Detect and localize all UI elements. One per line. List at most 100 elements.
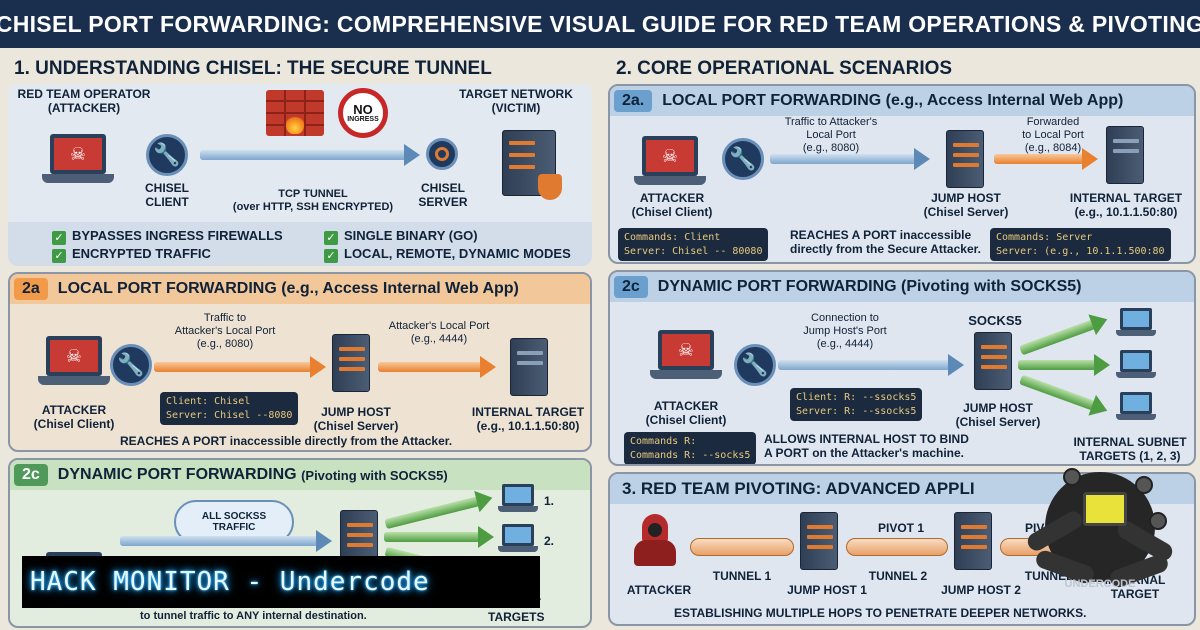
attacker-label: ATTACKER(Chisel Client)	[631, 191, 713, 219]
panel-2a-left-note: REACHES A PORT inaccessible directly fro…	[120, 434, 453, 448]
jump-host-1-label: JUMP HOST 1	[787, 583, 867, 597]
command-box-left: Commands R:Commands R: --socks5	[624, 432, 757, 464]
attacker-laptop-icon: ☠	[650, 330, 722, 384]
jump-host-icon	[974, 332, 1012, 390]
shield-icon	[538, 174, 562, 200]
jump-host-icon	[332, 334, 370, 392]
attacker-label: ATTACKER(Chisel Client)	[33, 403, 115, 431]
internal-target-icon	[510, 338, 548, 396]
target-laptop-icon	[1116, 308, 1156, 338]
target-laptop-icon	[498, 524, 538, 554]
target-laptop-icon	[1116, 350, 1156, 380]
hack-monitor-banner: HACK MONITOR - Undercode	[22, 556, 540, 608]
panel-2a-right-header: 2a.LOCAL PORT FORWARDING (e.g., Access I…	[610, 86, 1194, 116]
feature-bypass: ✓BYPASSES INGRESS FIREWALLS	[52, 228, 283, 245]
chisel-server-icon	[426, 138, 458, 170]
jump-host-label: JUMP HOST(Chisel Server)	[313, 405, 399, 433]
chisel-icon: 🔧	[110, 344, 152, 386]
pivot-1-label: PIVOT 1	[877, 521, 924, 535]
check-icon: ✓	[52, 231, 66, 245]
page-title: CHISEL PORT FORWARDING: COMPREHENSIVE VI…	[0, 0, 1200, 48]
jump-host-label: JUMP HOST(Chisel Server)	[923, 191, 1009, 219]
attacker-laptop-icon: ☠	[42, 134, 114, 188]
tunnel-2	[846, 538, 948, 556]
internal-target-label: INTERNAL TARGET(e.g., 10.1.1.50:80)	[1069, 191, 1183, 219]
target-2-label: 2.	[544, 534, 555, 548]
tunnel-1	[690, 538, 794, 556]
operator-label: RED TEAM OPERATOR(ATTACKER)	[17, 87, 151, 115]
feature-encrypted: ✓ENCRYPTED TRAFFIC	[52, 246, 211, 263]
feature-single-binary: ✓SINGLE BINARY (GO)	[324, 228, 478, 245]
socks-arrow-2	[1018, 354, 1110, 376]
section-2-title: 2. CORE OPERATIONAL SCENARIOS	[616, 58, 953, 79]
chisel-client-icon: 🔧	[146, 134, 188, 176]
attacker-label: ATTACKER(Chisel Client)	[645, 399, 727, 427]
attacker-label: ATTACKER	[626, 583, 692, 597]
laptop-icon	[1083, 492, 1127, 526]
check-icon: ✓	[52, 249, 66, 263]
panel-2c-left-note: to tunnel traffic to ANY internal destin…	[140, 610, 367, 622]
hacker-icon	[632, 514, 678, 570]
tunnel-2-label: TUNNEL 2	[868, 569, 928, 583]
flame-icon	[286, 114, 304, 134]
section-1-title: 1. UNDERSTANDING CHISEL: THE SECURE TUNN…	[14, 58, 492, 79]
feature-modes: ✓LOCAL, REMOTE, DYNAMIC MODES	[324, 246, 571, 263]
socks5-label: SOCKS5	[968, 313, 1022, 328]
check-icon: ✓	[324, 249, 338, 263]
attacker-laptop-icon: ☠	[38, 336, 110, 390]
tunnel-1-label: TUNNEL 1	[712, 569, 772, 583]
forward-arrow	[154, 356, 326, 378]
jump-host-2-icon	[954, 512, 992, 570]
target-laptop-icon	[1116, 392, 1156, 422]
internal-target-label: INTERNAL TARGET(e.g., 10.1.1.50:80)	[471, 405, 585, 433]
jump-host-icon	[946, 130, 984, 188]
local-port-label: Attacker's Local Port(e.g., 4444)	[388, 320, 490, 346]
attacker-laptop-icon: ☠	[634, 136, 706, 190]
socks-arrow-1	[1018, 308, 1111, 358]
forward-arrow-2	[378, 356, 496, 378]
panel-2a-right: 2a.LOCAL PORT FORWARDING (e.g., Access I…	[608, 84, 1196, 264]
chisel-icon: 🔧	[722, 138, 764, 180]
jump-host-label: JUMP HOST(Chisel Server)	[955, 401, 1041, 429]
watermark: UNDERCODE	[1064, 578, 1136, 590]
target-label: TARGET NETWORK(VICTIM)	[459, 87, 573, 115]
tunnel-arrow	[120, 530, 332, 552]
target-laptop-icon	[498, 484, 538, 514]
forward-arrow-2	[994, 148, 1098, 170]
chisel-icon: 🔧	[734, 344, 776, 386]
socks-arrow-2	[384, 526, 494, 548]
undercode-logo: UNDERCODE	[1024, 462, 1176, 607]
check-icon: ✓	[324, 231, 338, 245]
tcp-tunnel-label: TCP TUNNEL(over HTTP, SSH ENCRYPTED)	[232, 188, 394, 214]
jump-host-1-icon	[800, 512, 838, 570]
tcp-tunnel-arrow	[200, 144, 420, 166]
internal-target-icon	[1106, 126, 1144, 184]
firewall-icon	[266, 90, 324, 136]
panel-3-note: ESTABLISHING MULTIPLE HOPS TO PENETRATE …	[674, 606, 1087, 620]
jump-host-2-label: JUMP HOST 2	[941, 583, 1021, 597]
tunnel-arrow	[778, 354, 964, 376]
target-1-label: 1.	[544, 494, 555, 508]
forward-arrow	[770, 148, 930, 170]
